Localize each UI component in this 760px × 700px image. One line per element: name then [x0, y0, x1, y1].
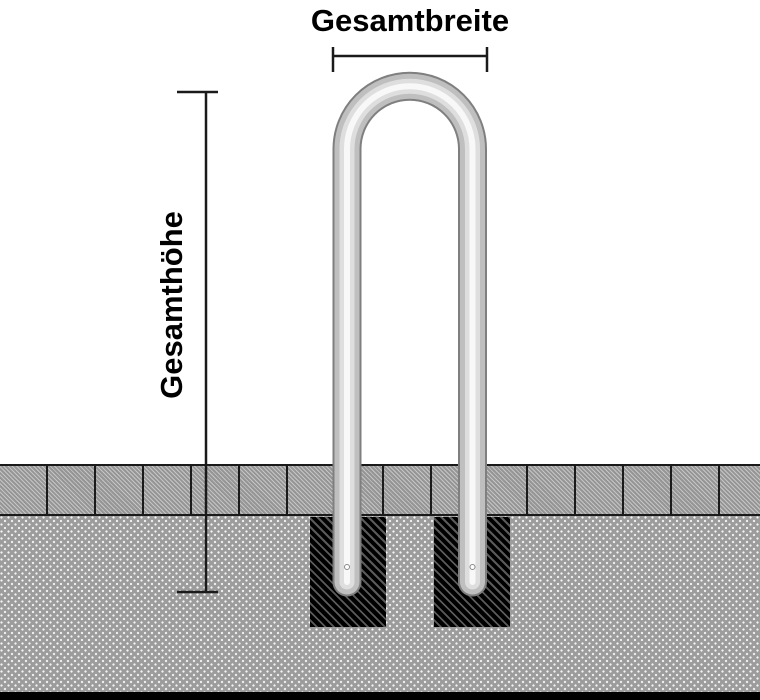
- pavement-band: [0, 464, 760, 516]
- tube-shading: [339, 78, 480, 590]
- tube-outline: [332, 71, 487, 597]
- bottom-border: [0, 692, 760, 700]
- left-leg-hole: [344, 564, 350, 570]
- tube-base: [334, 73, 485, 595]
- steel-hoop: [332, 71, 487, 597]
- width-dimension-label: Gesamtbreite: [310, 3, 510, 38]
- width-dimension-line: [331, 47, 489, 72]
- height-dimension-label: Gesamthöhe: [154, 211, 189, 399]
- right-leg-hole: [469, 564, 476, 570]
- tube-highlight: [344, 83, 476, 585]
- height-dimension-line: [177, 90, 218, 594]
